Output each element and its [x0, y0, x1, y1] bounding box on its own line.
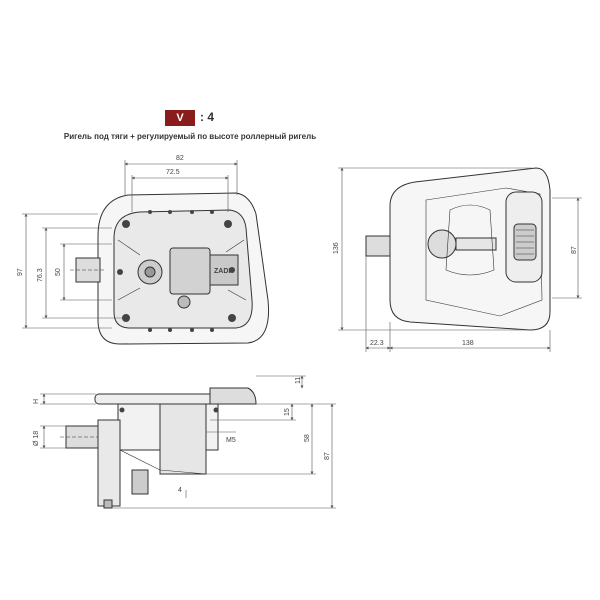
dim-11: 11: [295, 377, 302, 384]
back-pin: [365, 235, 391, 257]
front-spring-pin: [177, 295, 191, 309]
dim-72-5: 72.5: [166, 169, 180, 176]
side-dimensions: [40, 375, 336, 509]
back-roller: [427, 229, 457, 259]
side-bottom-bolt: [131, 469, 149, 495]
dim-87-back: 87: [571, 246, 578, 254]
subtitle: Ригель под тяги + регулируемый по высоте…: [63, 132, 317, 141]
side-housing: [159, 403, 207, 475]
dim-58: 58: [304, 434, 311, 442]
dim-82: 82: [176, 155, 184, 162]
front-screws: [117, 210, 236, 332]
dim-138: 138: [462, 340, 474, 347]
dim-h: H: [33, 399, 40, 404]
dim-50: 50: [55, 268, 62, 276]
dim-22-3: 22.3: [370, 340, 384, 347]
side-view: [60, 387, 257, 509]
variant-value: : 4: [200, 110, 215, 124]
dim-m5: M5: [226, 437, 236, 444]
back-view: [365, 167, 551, 331]
dim-diameter-18: Ø 18: [33, 431, 40, 446]
front-dimensions: [22, 160, 238, 329]
dim-136: 136: [333, 242, 340, 254]
dim-97: 97: [17, 268, 24, 276]
front-view: [70, 192, 270, 345]
dim-15: 15: [284, 408, 291, 416]
back-dimensions: [338, 167, 582, 352]
back-latch-bar: [455, 237, 497, 251]
side-flange: [209, 387, 257, 405]
dim-4: 4: [178, 487, 182, 494]
dim-76-3: 76.3: [37, 268, 44, 282]
side-shaft: [97, 419, 121, 507]
dim-87-side: 87: [324, 452, 331, 460]
front-lock-block: [169, 247, 211, 295]
brand-text: ZADI: [214, 268, 230, 275]
variant-badge: V: [165, 110, 195, 126]
header: V : 4 Ригель под тяги + регулируемый по …: [0, 104, 600, 144]
